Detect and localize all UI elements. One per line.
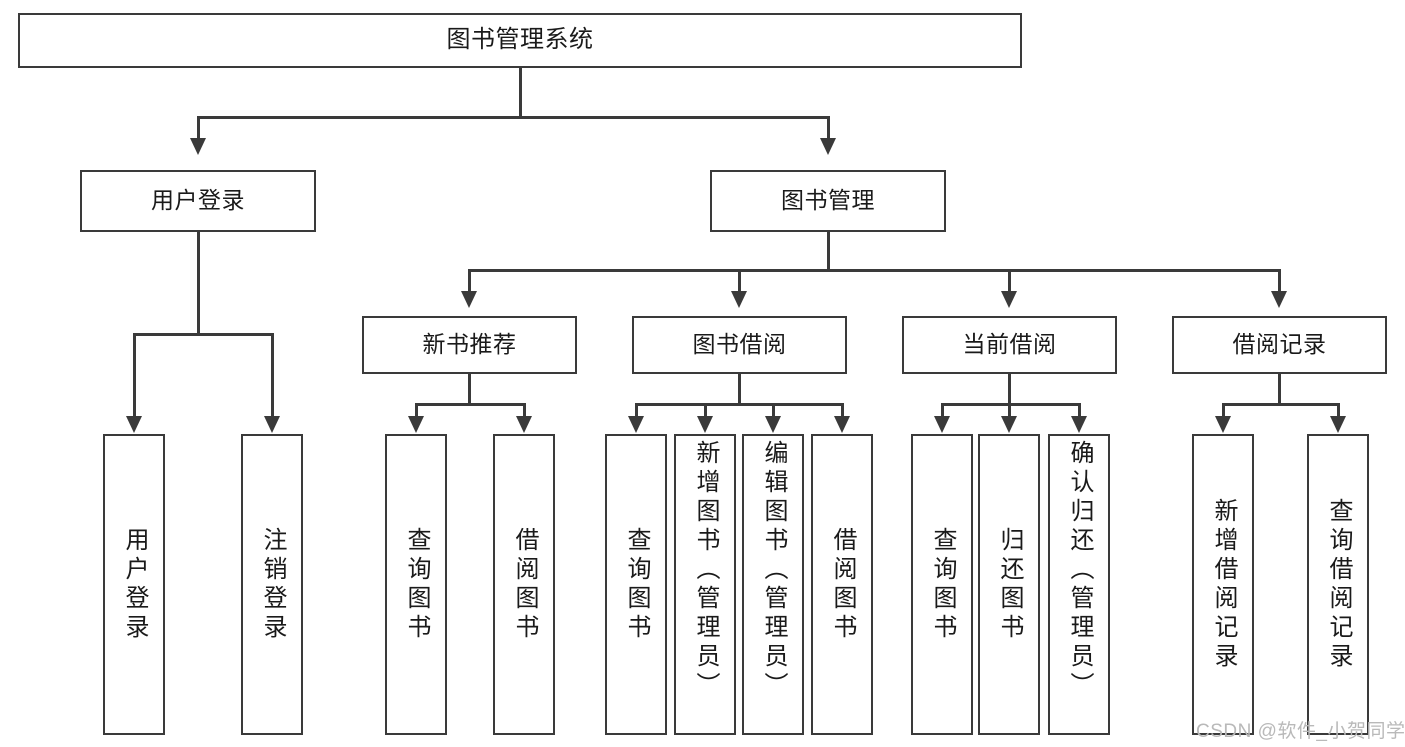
node-label: 新增借阅记录 [1210, 497, 1237, 672]
connector-user-login-stem [197, 232, 200, 335]
leaf-borrow-edit-book-admin[interactable]: 编辑图书（管理员） [742, 434, 804, 735]
node-label: 注销登录 [259, 526, 286, 643]
node-label: 借阅图书 [829, 526, 856, 643]
arrowhead-record-2 [1330, 416, 1346, 433]
leaf-current-query-book[interactable]: 查询图书 [911, 434, 973, 735]
leaf-user-login-logout[interactable]: 注销登录 [241, 434, 303, 735]
leaf-borrow-borrow-book[interactable]: 借阅图书 [811, 434, 873, 735]
arrowhead-borrow-1 [628, 416, 644, 433]
node-label: 新书推荐 [422, 331, 517, 358]
connector-recommend-drop-1 [415, 403, 418, 418]
connector-book-mgmt-stem [827, 232, 830, 271]
arrowhead-level2-1 [190, 138, 206, 155]
arrowhead-borrow-2 [697, 416, 713, 433]
connector-borrow-drop-2 [704, 403, 707, 418]
connector-recommend-bar [415, 403, 525, 406]
connector-borrow-stem [738, 374, 741, 405]
connector-borrow-bar [635, 403, 844, 406]
connector-recommend-stem [468, 374, 471, 405]
node-label: 查询图书 [403, 526, 430, 643]
node-label: 查询借阅记录 [1325, 497, 1352, 672]
arrowhead-level3-1 [461, 291, 477, 308]
node-book-borrow[interactable]: 图书借阅 [632, 316, 847, 374]
node-label: 归还图书 [996, 526, 1023, 643]
connector-user-login-bar [133, 333, 273, 336]
connector-level3-drop-1 [468, 269, 471, 293]
leaf-recommend-borrow-book[interactable]: 借阅图书 [493, 434, 555, 735]
leaf-record-add-record[interactable]: 新增借阅记录 [1192, 434, 1254, 735]
node-user-login[interactable]: 用户登录 [80, 170, 316, 232]
node-borrow-record[interactable]: 借阅记录 [1172, 316, 1387, 374]
arrowhead-current-2 [1001, 416, 1017, 433]
arrowhead-user-login-1 [126, 416, 142, 433]
node-label: 查询图书 [929, 526, 956, 643]
node-label: 确认归还（管理员） [1066, 440, 1093, 701]
connector-borrow-drop-4 [841, 403, 844, 418]
node-label: 借阅图书 [511, 526, 538, 643]
connector-record-drop-2 [1337, 403, 1340, 418]
arrowhead-current-1 [934, 416, 950, 433]
connector-level3-bar [468, 269, 1280, 272]
connector-record-bar [1222, 403, 1339, 406]
connector-level3-drop-3 [1008, 269, 1011, 293]
node-new-book-recommend[interactable]: 新书推荐 [362, 316, 577, 374]
arrowhead-record-1 [1215, 416, 1231, 433]
connector-user-login-drop-2 [271, 333, 274, 418]
node-label: 编辑图书（管理员） [760, 440, 787, 701]
arrowhead-level3-4 [1271, 291, 1287, 308]
node-label: 用户登录 [121, 526, 148, 643]
connector-current-bar [941, 403, 1080, 406]
connector-level3-drop-4 [1278, 269, 1281, 293]
connector-borrow-drop-1 [635, 403, 638, 418]
connector-root-stem [519, 68, 522, 118]
connector-borrow-drop-3 [772, 403, 775, 418]
node-book-management[interactable]: 图书管理 [710, 170, 946, 232]
leaf-record-query-record[interactable]: 查询借阅记录 [1307, 434, 1369, 735]
node-label: 图书借阅 [692, 331, 787, 358]
arrowhead-level2-2 [820, 138, 836, 155]
node-label: 用户登录 [151, 187, 245, 214]
arrowhead-borrow-3 [765, 416, 781, 433]
leaf-user-login-login[interactable]: 用户登录 [103, 434, 165, 735]
connector-recommend-drop-2 [523, 403, 526, 418]
arrowhead-borrow-4 [834, 416, 850, 433]
watermark-credit: CSDN @软件_小贺同学 [1196, 721, 1405, 742]
node-current-borrow[interactable]: 当前借阅 [902, 316, 1117, 374]
leaf-borrow-query-book[interactable]: 查询图书 [605, 434, 667, 735]
connector-record-drop-1 [1222, 403, 1225, 418]
leaf-borrow-add-book-admin[interactable]: 新增图书（管理员） [674, 434, 736, 735]
node-label: 当前借阅 [962, 331, 1057, 358]
connector-current-drop-1 [941, 403, 944, 418]
node-label: 图书管理 [781, 187, 875, 214]
arrowhead-user-login-2 [264, 416, 280, 433]
connector-level2-bar [197, 116, 830, 119]
connector-level2-drop-2 [827, 116, 830, 140]
connector-level2-drop-1 [197, 116, 200, 140]
leaf-current-confirm-return-admin[interactable]: 确认归还（管理员） [1048, 434, 1110, 735]
node-label: 借阅记录 [1232, 331, 1327, 358]
arrowhead-recommend-1 [408, 416, 424, 433]
connector-current-drop-3 [1078, 403, 1081, 418]
arrowhead-level3-3 [1001, 291, 1017, 308]
node-root-system[interactable]: 图书管理系统 [18, 13, 1022, 68]
node-label: 查询图书 [623, 526, 650, 643]
leaf-current-return-book[interactable]: 归还图书 [978, 434, 1040, 735]
arrowhead-recommend-2 [516, 416, 532, 433]
connector-level3-drop-2 [738, 269, 741, 293]
arrowhead-current-3 [1071, 416, 1087, 433]
node-label: 图书管理系统 [446, 26, 594, 54]
connector-user-login-drop-1 [133, 333, 136, 418]
leaf-recommend-query-book[interactable]: 查询图书 [385, 434, 447, 735]
node-label: 新增图书（管理员） [692, 440, 719, 701]
connector-current-drop-2 [1008, 403, 1011, 418]
arrowhead-level3-2 [731, 291, 747, 308]
connector-current-stem [1008, 374, 1011, 405]
connector-record-stem [1278, 374, 1281, 405]
